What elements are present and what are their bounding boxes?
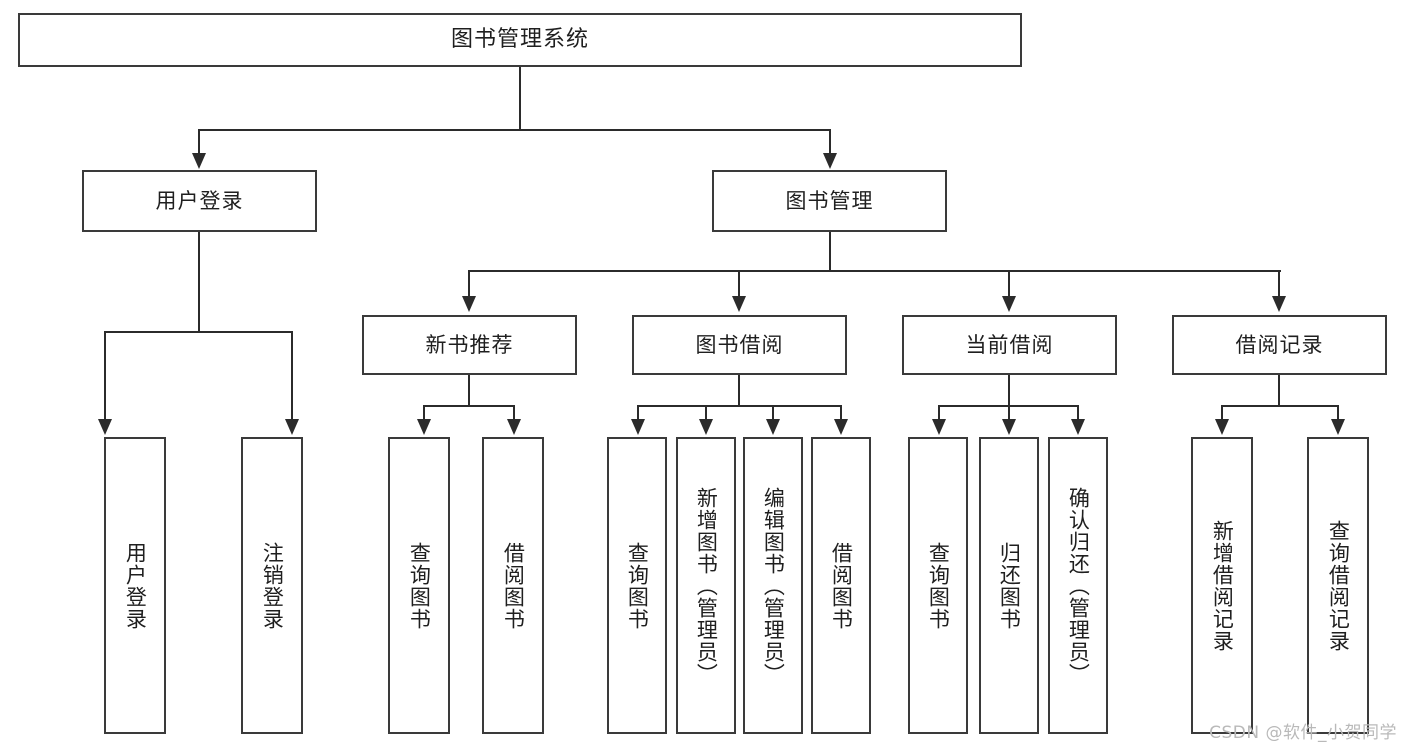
- arrow-down-icon: [932, 419, 946, 435]
- node-label: 查询图书: [625, 541, 650, 630]
- arrow-down-icon: [417, 419, 431, 435]
- node-borrow-record[interactable]: 借阅记录: [1172, 315, 1387, 375]
- leaf-query-book-current[interactable]: 查询图书: [908, 437, 968, 734]
- node-label: 当前借阅: [965, 332, 1054, 357]
- node-label: 归还图书: [997, 541, 1022, 630]
- leaf-confirm-return-admin[interactable]: 确认归还（管理员）: [1048, 437, 1108, 734]
- connector-drop-leaf: [423, 405, 425, 421]
- node-label: 查询借阅记录: [1326, 519, 1351, 652]
- connector-level2-bus: [198, 129, 831, 131]
- node-book-management[interactable]: 图书管理: [712, 170, 947, 232]
- leaf-user-login[interactable]: 用户登录: [104, 437, 166, 734]
- connector-drop-leaf: [1337, 405, 1339, 421]
- connector-drop-user-login: [198, 129, 200, 155]
- arrow-down-icon: [285, 419, 299, 435]
- node-label: 编辑图书（管理员）: [761, 486, 786, 685]
- connector-drop-borrow-record: [1278, 270, 1280, 298]
- connector-drop-leaf: [772, 405, 774, 421]
- connector-new-book-bus: [423, 405, 514, 407]
- connector-current-borrow-trunk: [1008, 375, 1010, 406]
- arrow-down-icon: [98, 419, 112, 435]
- connector-drop-leaf: [938, 405, 940, 421]
- leaf-add-book-admin[interactable]: 新增图书（管理员）: [676, 437, 736, 734]
- connector-drop-new-book: [468, 270, 470, 298]
- arrow-down-icon: [1071, 419, 1085, 435]
- leaf-add-borrow-record[interactable]: 新增借阅记录: [1191, 437, 1253, 734]
- node-label: 注销登录: [260, 541, 285, 630]
- arrow-down-icon: [732, 296, 746, 312]
- node-label: 用户登录: [155, 188, 244, 213]
- leaf-edit-book-admin[interactable]: 编辑图书（管理员）: [743, 437, 803, 734]
- arrow-down-icon: [1272, 296, 1286, 312]
- node-current-borrow[interactable]: 当前借阅: [902, 315, 1117, 375]
- connector-user-login-bus: [104, 331, 293, 333]
- connector-borrow-record-trunk: [1278, 375, 1280, 406]
- arrow-down-icon: [1002, 296, 1016, 312]
- node-label: 新增借阅记录: [1210, 519, 1235, 652]
- node-label: 新增图书（管理员）: [694, 486, 719, 685]
- connector-book-borrow-bus: [637, 405, 841, 407]
- arrow-down-icon: [834, 419, 848, 435]
- node-label: 用户登录: [123, 541, 148, 630]
- node-label: 借阅记录: [1235, 332, 1324, 357]
- node-label: 新书推荐: [425, 332, 514, 357]
- node-label: 借阅图书: [829, 541, 854, 630]
- node-label: 借阅图书: [501, 541, 526, 630]
- connector-borrow-record-bus: [1221, 405, 1338, 407]
- arrow-down-icon: [1002, 419, 1016, 435]
- node-label: 确认归还（管理员）: [1066, 486, 1091, 685]
- node-label: 图书管理系统: [450, 27, 589, 53]
- node-label: 查询图书: [407, 541, 432, 630]
- connector-drop-leaf: [1008, 405, 1010, 421]
- csdn-watermark: CSDN @软件_小贺同学: [1209, 723, 1397, 743]
- node-new-book-recommend[interactable]: 新书推荐: [362, 315, 577, 375]
- arrow-down-icon: [823, 153, 837, 169]
- connector-user-login-trunk: [198, 232, 200, 332]
- connector-drop-leaf: [291, 331, 293, 421]
- connector-drop-leaf: [1077, 405, 1079, 421]
- connector-new-book-trunk: [468, 375, 470, 406]
- node-label: 查询图书: [926, 541, 951, 630]
- connector-drop-leaf: [1221, 405, 1223, 421]
- connector-book-manage-trunk: [829, 232, 831, 271]
- node-label: 图书借阅: [695, 332, 784, 357]
- connector-drop-leaf: [104, 331, 106, 421]
- arrow-down-icon: [699, 419, 713, 435]
- leaf-query-book-borrow[interactable]: 查询图书: [607, 437, 667, 734]
- leaf-logout[interactable]: 注销登录: [241, 437, 303, 734]
- connector-drop-leaf: [840, 405, 842, 421]
- leaf-query-borrow-record[interactable]: 查询借阅记录: [1307, 437, 1369, 734]
- connector-drop-current-borrow: [1008, 270, 1010, 298]
- leaf-borrow-book[interactable]: 借阅图书: [811, 437, 871, 734]
- arrow-down-icon: [462, 296, 476, 312]
- connector-book-borrow-trunk: [738, 375, 740, 406]
- node-label: 图书管理: [785, 188, 874, 213]
- connector-level3-bus: [468, 270, 1281, 272]
- arrow-down-icon: [766, 419, 780, 435]
- connector-drop-book-manage: [829, 129, 831, 155]
- connector-drop-book-borrow: [738, 270, 740, 298]
- connector-drop-leaf: [513, 405, 515, 421]
- connector-root-trunk: [519, 67, 521, 130]
- arrow-down-icon: [1215, 419, 1229, 435]
- connector-drop-leaf: [637, 405, 639, 421]
- connector-drop-leaf: [705, 405, 707, 421]
- arrow-down-icon: [631, 419, 645, 435]
- node-root-system[interactable]: 图书管理系统: [18, 13, 1022, 67]
- leaf-borrow-book-recommend[interactable]: 借阅图书: [482, 437, 544, 734]
- arrow-down-icon: [192, 153, 206, 169]
- arrow-down-icon: [507, 419, 521, 435]
- node-book-borrow[interactable]: 图书借阅: [632, 315, 847, 375]
- leaf-return-book[interactable]: 归还图书: [979, 437, 1039, 734]
- leaf-query-book-recommend[interactable]: 查询图书: [388, 437, 450, 734]
- node-user-login[interactable]: 用户登录: [82, 170, 317, 232]
- arrow-down-icon: [1331, 419, 1345, 435]
